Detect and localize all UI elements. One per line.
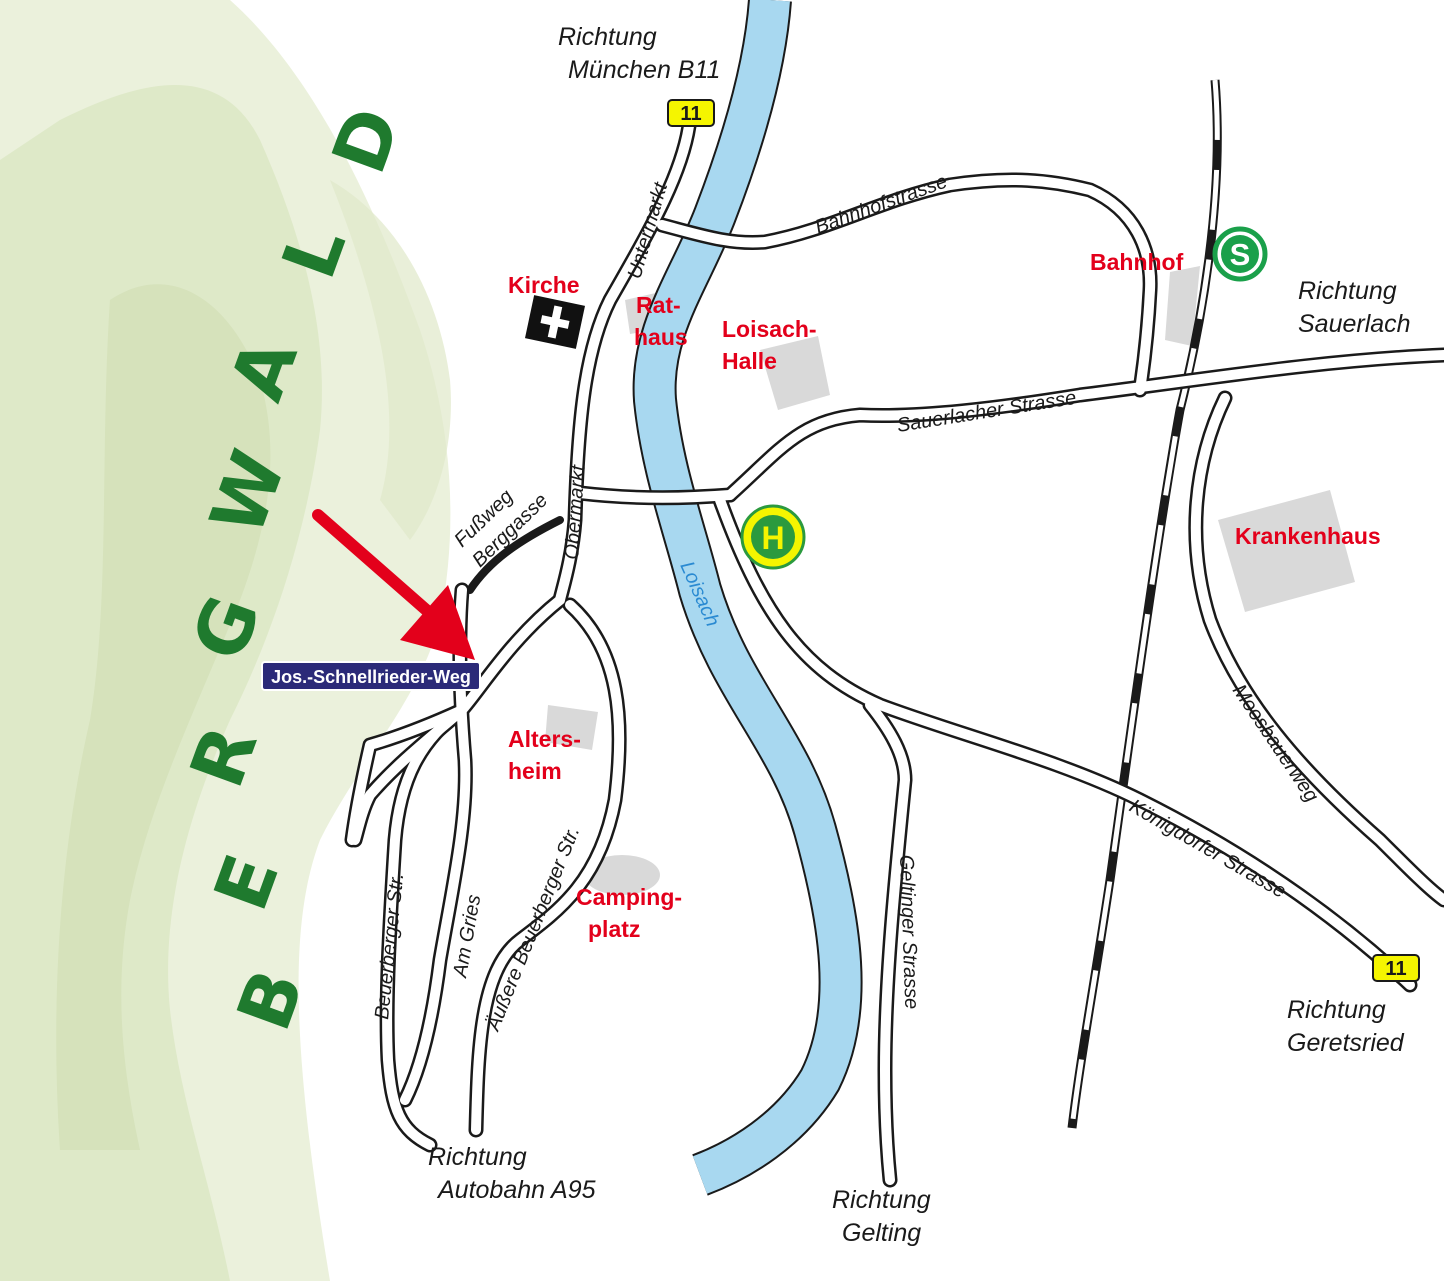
forest-wash [0,0,451,1281]
poi-label-altersheim-2: heim [508,758,562,784]
bus-stop-symbol-label: H [761,520,784,556]
bahnhof-building [1165,266,1200,346]
road-badge-southeast: 11 [1372,954,1420,982]
direction-southeast-1: Richtung [1287,996,1386,1024]
direction-southwest-2: Autobahn A95 [436,1176,596,1204]
sbahn-icon: S [1212,226,1268,282]
road-badge-north-label: 11 [680,103,701,125]
road-obermarkt-cross-fill [575,488,735,503]
halle-building [760,336,830,410]
street-label-obermarkt: Obermarkt [561,463,590,560]
road-aeussere-fill [471,600,625,1135]
target-arrow [312,509,475,660]
poi-label-altersheim-1: Alters- [508,726,581,752]
road-moosbauerweg-casing [1188,390,1444,908]
sbahn-symbol-label: S [1230,237,1251,272]
poi-label-kirche: Kirche [508,272,580,298]
poi-label-halle-1: Loisach- [722,316,817,342]
poi-label-camping-2: platz [588,916,640,942]
road-moosbauerweg-fill [1190,393,1444,905]
road-geltinger-fill [865,700,910,1185]
church-icon [524,295,586,349]
direction-north-1: Richtung [558,23,657,51]
camping-area [584,855,660,895]
road-sauerlacher-fill [725,350,1444,500]
poi-label-rathaus-1: Rat- [636,292,681,318]
direction-east-2: Sauerlach [1298,310,1411,338]
road-left-stub-fill [347,705,467,845]
altersheim-building [545,705,598,750]
street-label-aeussere: Äußere Beuerberger Str. [482,823,585,1035]
direction-north-2: München B11 [568,56,720,84]
street-label-geltinger: Geltinger Strasse [895,854,922,1009]
direction-labels: Richtung München B11 Richtung Sauerlach … [428,23,1411,1247]
roads [344,110,1444,1188]
road-bahnhofstrasse-fill [657,175,1156,395]
road-beuerberger-fill [382,705,467,1150]
krankenhaus-building [1218,490,1355,612]
direction-east-1: Richtung [1298,277,1397,305]
poi-label-bahnhof: Bahnhof [1090,249,1184,275]
road-fussweg-casing [466,516,564,594]
road-badge-north: 11 [667,99,715,127]
direction-south-2: Gelting [842,1219,921,1247]
road-sauerlacher-casing [722,347,1444,503]
street-label-beuerberger: Beuerberger Str. [371,872,408,1021]
street-label-moosbauerweg: Moosbauerweg [1228,680,1323,806]
poi-label-camping-1: Camping- [576,884,682,910]
target-street-sign: Jos.-Schnellrieder-Weg [261,661,481,691]
poi-label-halle-2: Halle [722,348,777,374]
poi-labels: Kirche Rat- haus Loisach- Halle Bahnhof … [508,249,1381,942]
direction-southeast-2: Geretsried [1287,1029,1405,1057]
road-untermarkt-fill [555,113,695,605]
street-label-sauerlacher: Sauerlacher Strasse [895,387,1077,437]
street-label-koenigsdorfer: Königdorfer Strasse [1126,795,1290,902]
bus-stop-icon: H [740,504,806,570]
railway [1067,79,1222,1129]
target-street-label: Jos.-Schnellrieder-Weg [271,667,471,687]
road-koenigsdorfer-fill [715,495,1415,990]
road-badge-southeast-label: 11 [1385,958,1406,980]
loisach-river [632,0,863,1196]
street-label-bahnhofstrasse: Bahnhofstrasse [812,170,950,238]
direction-southwest-1: Richtung [428,1143,527,1171]
poi-label-rathaus-2: haus [634,324,688,350]
direction-south-1: Richtung [832,1186,931,1214]
poi-label-krankenhaus: Krankenhaus [1235,523,1381,549]
